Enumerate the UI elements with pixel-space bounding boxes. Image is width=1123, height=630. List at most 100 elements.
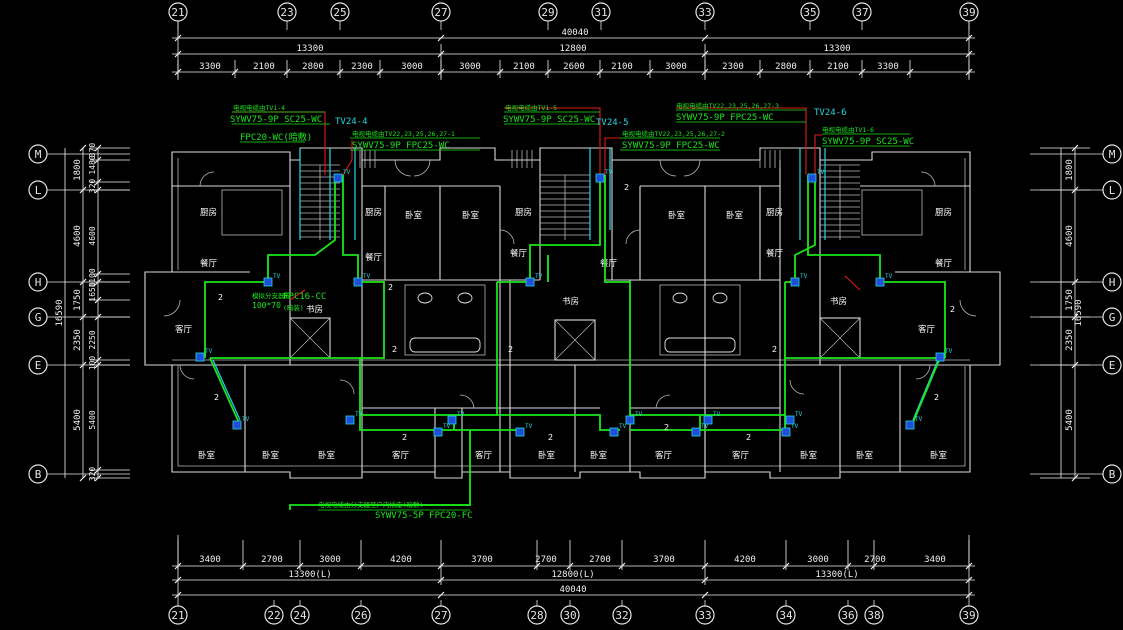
tv-outlet-label: TV <box>791 423 799 430</box>
bottom-dim-2: 12800(L) <box>551 570 594 580</box>
tv-outlet-label: TV <box>205 348 213 355</box>
tv-outlet-label: TV <box>915 416 923 423</box>
annot-1-title: 电视电缆由TV1-4 <box>233 103 285 112</box>
room-kitchen-2: 厨房 <box>365 207 382 218</box>
tv-outlet-label: TV <box>273 273 281 280</box>
room-living-2: 客厅 <box>918 324 936 335</box>
left-dim-segment: 5400 <box>73 409 83 431</box>
axis-label: 24 <box>293 609 307 622</box>
room-living-5: 客厅 <box>655 450 673 461</box>
room-living-3: 客厅 <box>392 450 410 461</box>
tv-outlet-label: TV <box>525 423 533 430</box>
bottom-dim-1: 13300(L) <box>288 570 331 580</box>
axis-label: 25 <box>333 6 346 19</box>
top-dim-segment: 2100 <box>827 62 849 72</box>
axis-label: H <box>1109 276 1116 289</box>
annot-1-tv: TV24-4 <box>335 117 368 127</box>
axis-bubble-left-E: E <box>28 355 130 375</box>
axis-bubble-bottom-36: 36 <box>838 600 858 625</box>
tv-outlet-label: TV <box>605 169 613 176</box>
tv-outlet-label: TV <box>443 423 451 430</box>
stair-1 <box>300 164 340 240</box>
axis-bubble-top-25: 25 <box>330 2 350 30</box>
axis-bubble-left-M: M <box>28 144 130 164</box>
bottom-dim-segment: 3000 <box>319 555 341 565</box>
axis-label: 32 <box>615 609 628 622</box>
axis-bubble-right-M: M <box>1030 144 1122 164</box>
annot-6-cable: SYWV75-9P SC25-WC <box>822 137 914 147</box>
junction-box-label: FPC16-CC <box>283 292 326 302</box>
axis-bubble-left-G: G <box>28 307 130 327</box>
room-bedroom-6: 卧室 <box>262 450 280 461</box>
room-bedroom-3: 卧室 <box>668 210 686 221</box>
tv-outlet-label: TV <box>945 348 953 355</box>
bottom-total-dim: 40040 <box>559 585 586 595</box>
axis-label: E <box>1109 359 1116 372</box>
axis-label: 39 <box>962 609 975 622</box>
red-leaders <box>232 107 861 301</box>
room-labels: 厨房 厨房 厨房 厨房 厨房 餐厅 餐厅 餐厅 餐厅 餐厅 餐厅 卧室 卧室 卧… <box>175 207 953 461</box>
cable-count: 2 <box>388 283 393 292</box>
axis-bubble-top-21: 21 <box>168 2 188 30</box>
tv-outlet-label: TV <box>795 411 803 418</box>
top-dim-2: 12800 <box>559 44 586 54</box>
bottom-dim-segment: 3700 <box>653 555 675 565</box>
tv-outlet-label: TV <box>535 273 543 280</box>
bottom-dim-segment: 3000 <box>807 555 829 565</box>
room-kitchen-5: 厨房 <box>935 207 952 218</box>
axis-label: 34 <box>779 609 793 622</box>
tv-outlet-label: TV <box>355 411 363 418</box>
axis-label: G <box>35 311 42 324</box>
annot-1-fpc: FPC20-WC(暗敷) <box>240 131 312 143</box>
axis-label: 38 <box>867 609 880 622</box>
annot-2-cable: SYWV75-9P FPC25-WC <box>352 141 450 151</box>
bottom-dim-segment: 3700 <box>471 555 493 565</box>
annot-2-title: 电视电缆由TV22,23,25,26,27-1 <box>352 129 455 138</box>
tv-outlet-label: TV <box>635 411 643 418</box>
cable-count: 2 <box>218 293 223 302</box>
axis-label: 21 <box>171 6 184 19</box>
top-dim-segment: 2100 <box>611 62 633 72</box>
tv-outlet-icon: TV <box>595 169 613 183</box>
axis-bubble-right-G: G <box>1030 307 1122 327</box>
axis-bubble-bottom-34: 34 <box>776 600 796 625</box>
axis-label: M <box>1109 148 1116 161</box>
tv-outlet-label: TV <box>885 273 893 280</box>
room-living-4: 客厅 <box>475 450 493 461</box>
room-bedroom-7: 卧室 <box>318 450 336 461</box>
tv-outlet-icon: TV <box>785 411 803 425</box>
right-dim-segment: 5400 <box>1065 409 1075 431</box>
axis-bubble-bottom-21: 21 <box>168 600 188 625</box>
tv-outlet-label: TV <box>457 411 465 418</box>
axis-bubble-bottom-28: 28 <box>527 600 547 625</box>
cable-count: 2 <box>214 393 219 402</box>
tv-outlet-icon: TV <box>345 411 363 425</box>
left-dim-segment-fine: 1100 <box>88 268 97 287</box>
tv-outlet-icon: TV <box>807 169 825 183</box>
bottom-dim-segment: 3400 <box>199 555 221 565</box>
tv-outlet-icon: TV <box>691 423 709 437</box>
tv-outlet-label: TV <box>363 273 371 280</box>
annot-3-cable: SYWV75-9P SC25-WC <box>503 115 595 125</box>
left-dim-segment-fine: 5400 <box>88 410 97 429</box>
axis-bubble-left-B: B <box>28 464 130 484</box>
room-bedroom-12: 卧室 <box>930 450 948 461</box>
bottom-dim-segment: 2700 <box>864 555 886 565</box>
room-study-1: 书房 <box>306 304 323 315</box>
axis-bubble-bottom-30: 30 <box>560 600 580 625</box>
top-dim-3: 13300 <box>823 44 850 54</box>
cable-count: 2 <box>624 183 629 192</box>
top-dim-segment: 2800 <box>775 62 797 72</box>
right-dim-segment: 1750 <box>1065 289 1075 311</box>
bottom-dim-segment: 2700 <box>589 555 611 565</box>
axis-bubble-left-L: L <box>28 180 130 200</box>
left-dim-segment-fine: 100 <box>88 356 97 371</box>
room-living-6: 客厅 <box>732 450 750 461</box>
axis-label: B <box>1109 468 1116 481</box>
top-dim-segment: 2300 <box>351 62 373 72</box>
axis-bubble-right-H: H <box>1030 272 1122 292</box>
